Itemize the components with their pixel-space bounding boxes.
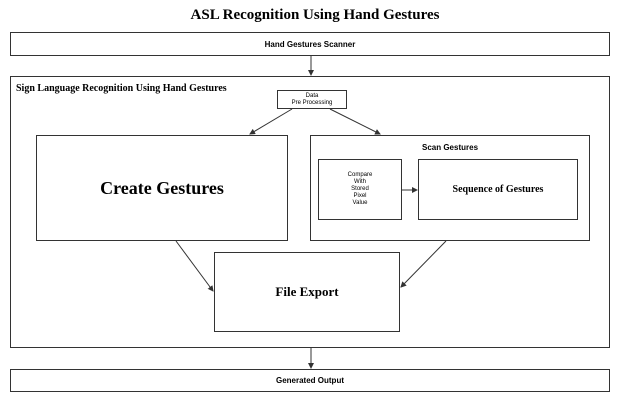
output-box: Generated Output <box>10 369 610 392</box>
compare-line: Value <box>352 200 368 206</box>
output-label: Generated Output <box>275 376 344 385</box>
scanner-label: Hand Gestures Scanner <box>264 39 356 49</box>
file-export-label: File Export <box>275 284 339 299</box>
compare-line: Stored <box>351 186 369 192</box>
preprocess-line1: Data <box>305 92 319 99</box>
preprocess-box: Data Pre Processing <box>277 90 347 109</box>
compare-line: Pixel <box>353 193 367 199</box>
compare-line: With <box>354 179 366 185</box>
create-gestures-box: Create Gestures <box>36 135 288 241</box>
preprocess-line2: Pre Processing <box>291 99 333 106</box>
create-gestures-label: Create Gestures <box>100 177 224 198</box>
scan-gestures-title: Scan Gestures <box>421 142 479 152</box>
diagram-title: ASL Recognition Using Hand Gestures <box>190 6 440 23</box>
sequence-label: Sequence of Gestures <box>452 184 544 195</box>
sequence-box: Sequence of Gestures <box>418 159 578 220</box>
file-export-box: File Export <box>214 252 400 332</box>
arrow-create-to-export <box>175 240 214 292</box>
arrow-preprocess-to-create <box>249 108 293 135</box>
arrow-preprocess-to-scan <box>329 108 381 135</box>
compare-box: Compare With Stored Pixel Value <box>318 159 402 220</box>
main-section-label: Sign Language Recognition Using Hand Ges… <box>16 83 227 94</box>
arrow-scan-to-export <box>400 240 447 288</box>
scanner-box: Hand Gestures Scanner <box>10 32 610 56</box>
compare-line: Compare <box>347 172 373 178</box>
